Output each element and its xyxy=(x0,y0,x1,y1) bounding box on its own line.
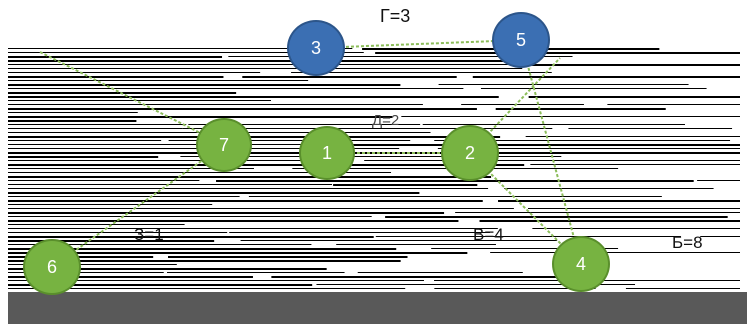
node-3-label: 3 xyxy=(310,37,321,58)
node-6-label: 6 xyxy=(46,256,57,277)
node-4: 4 xyxy=(552,236,610,292)
footer-band xyxy=(8,292,747,324)
node-5: 5 xyxy=(492,12,550,68)
node-2-label: 2 xyxy=(464,142,475,163)
node-2: 2 xyxy=(441,125,499,181)
node-1-label: 1 xyxy=(321,142,332,163)
edge-6-7 xyxy=(51,143,226,268)
node-7-label: 7 xyxy=(218,134,229,155)
edge-label-4-5: Б=8 xyxy=(672,233,703,252)
node-3: 3 xyxy=(287,20,345,76)
edge-label-3-5: Г=3 xyxy=(380,6,411,26)
node-5-label: 5 xyxy=(515,29,526,50)
edge-label-2-4: В=4 xyxy=(473,225,504,244)
edge-label-1-2: Д=2 xyxy=(372,112,400,129)
node-4-label: 4 xyxy=(575,253,586,274)
stripe-band xyxy=(8,48,740,289)
node-1: 1 xyxy=(299,126,355,180)
edge-3-5 xyxy=(315,32,523,49)
node-7: 7 xyxy=(196,118,252,172)
edge-4-5 xyxy=(516,38,582,265)
edge-label-6-7: З=1 xyxy=(134,225,164,244)
node-6: 6 xyxy=(23,239,81,295)
edge-top-left-7 xyxy=(39,51,225,146)
